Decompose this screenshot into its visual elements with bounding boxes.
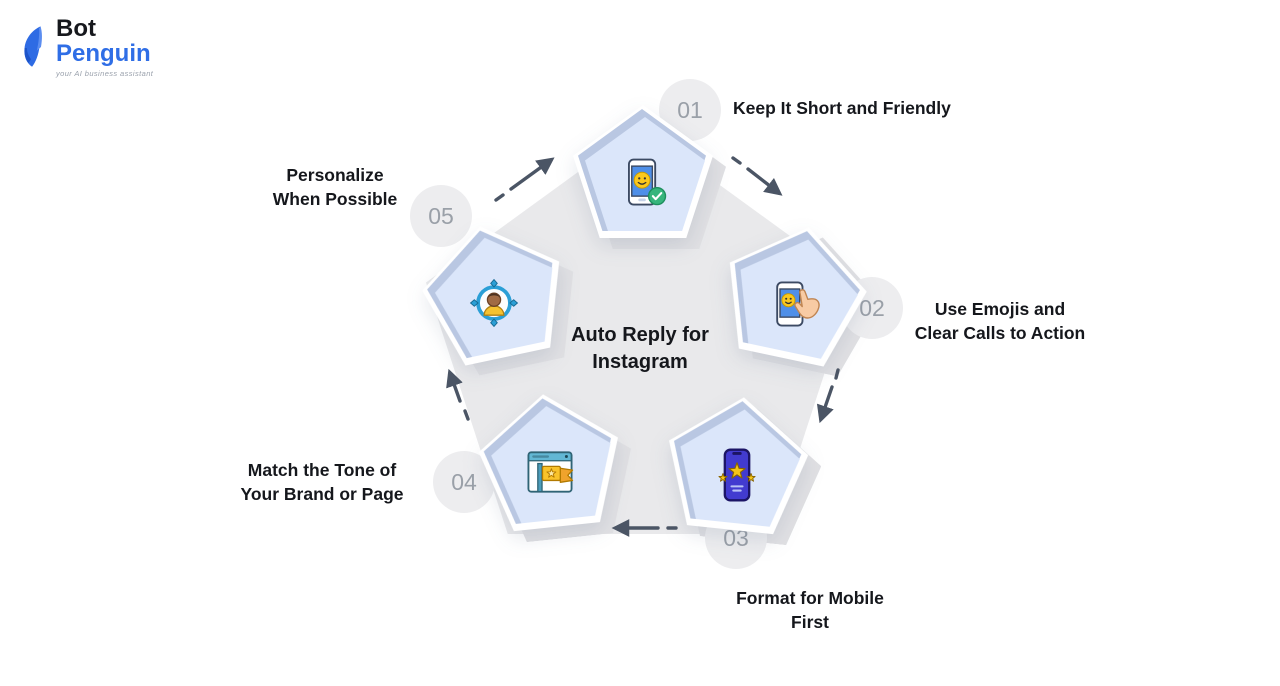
step-node-05: 05	[410, 185, 564, 358]
diagram-title: Auto Reply for Instagram	[571, 324, 709, 373]
browser-flag-icon	[527, 451, 574, 493]
arrow-02-to-03	[816, 385, 834, 424]
step-number: 01	[677, 96, 703, 123]
step-node-04: 04	[433, 394, 620, 527]
step-label-02: Use Emojis and Clear Calls to Action	[914, 299, 1086, 343]
person-target-icon	[469, 278, 519, 328]
arrow-01-to-02	[731, 156, 742, 165]
step-label-03: Format for Mobile First	[736, 588, 884, 632]
logo-tagline: your AI business assistant	[56, 69, 154, 78]
step-number: 04	[451, 468, 477, 495]
step-number: 02	[859, 294, 885, 321]
penguin-icon	[24, 26, 42, 67]
arrow-01-to-02	[746, 167, 783, 196]
botpenguin-logo: Bot Penguin your AI business assistant	[18, 16, 153, 78]
logo-word-penguin: Penguin	[56, 40, 151, 67]
step-label-04: Match the Tone of Your Brand or Page	[240, 460, 404, 504]
arrow-04-to-05	[463, 409, 470, 421]
step-node-02: 02	[725, 226, 903, 359]
phone-smiley-check-icon	[628, 158, 667, 206]
arrow-05-to-01	[509, 157, 555, 191]
step-node-03: 03	[667, 397, 807, 569]
phone-stars-icon	[718, 448, 756, 502]
logo-word-bot: Bot	[56, 15, 96, 42]
step-number: 05	[428, 202, 454, 229]
step-node-01: 01	[573, 79, 726, 249]
step-number-badge: 05	[410, 185, 472, 247]
step-label-01: Keep It Short and Friendly	[733, 98, 951, 118]
phone-smiley-tap-icon	[776, 281, 820, 327]
arrow-05-to-01	[494, 193, 505, 202]
step-label-05: Personalize When Possible	[272, 165, 398, 209]
